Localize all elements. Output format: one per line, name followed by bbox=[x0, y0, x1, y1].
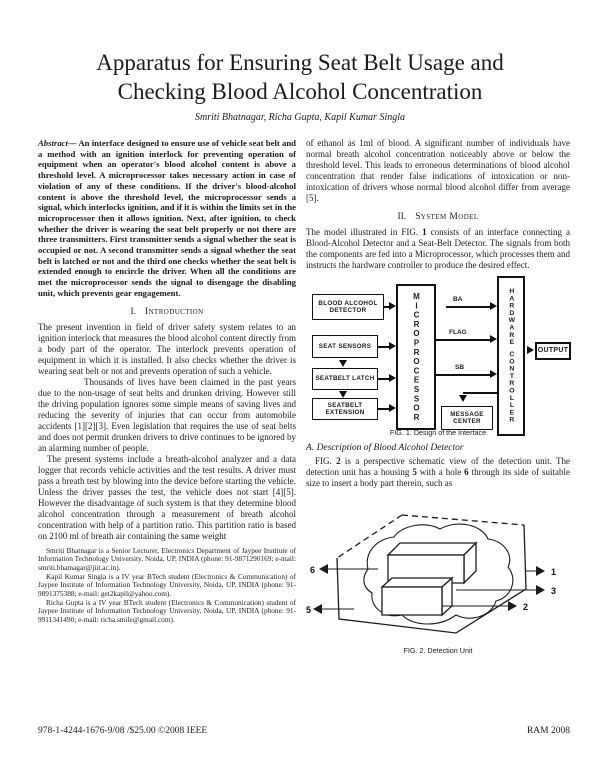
continued-paragraph: of ethanol as 1ml of blood. A significan… bbox=[306, 138, 570, 203]
fig1-arrow-down-icon bbox=[339, 391, 347, 398]
fig2-arrow-right-icon bbox=[536, 585, 545, 595]
section-title: Introduction bbox=[145, 306, 204, 317]
footnote-kapil: Kapil Kumar Singla is a IV year BTech st… bbox=[38, 571, 296, 599]
section-heading-system-model: II. System Model bbox=[306, 212, 570, 222]
subsection-a-heading: A. Description of Blood Alcohol Detector bbox=[306, 443, 570, 453]
abstract-label: Abstract— bbox=[38, 138, 77, 148]
fig2-label-5: 5 bbox=[306, 605, 311, 615]
fig-ref-bold: 1 bbox=[422, 227, 427, 237]
footnote-smriti: Smriti Bhatnagar is a Senior Lecturer, E… bbox=[38, 545, 296, 572]
fig2-label-1: 1 bbox=[551, 567, 556, 577]
text-part: The model illustrated in FIG. bbox=[306, 227, 423, 237]
fig2-housing-edge-dashed bbox=[336, 514, 403, 559]
fig2-hole-blob bbox=[363, 523, 514, 625]
fig1-arrow-right-icon bbox=[389, 374, 396, 382]
fig1-connector-line bbox=[384, 306, 390, 308]
fig1-signal-flag-label: FLAG bbox=[449, 329, 467, 336]
fig2-label-3: 3 bbox=[551, 586, 556, 596]
title-line-2: Checking Blood Alcohol Concentration bbox=[117, 79, 483, 104]
fig1-connector-line bbox=[378, 408, 390, 410]
ref-number-bold: 5 bbox=[412, 467, 417, 477]
abstract: Abstract— An interface designed to ensur… bbox=[38, 138, 296, 299]
fig2-arrow-left-icon bbox=[319, 564, 328, 574]
fig2-arrow-right-icon bbox=[536, 566, 545, 576]
fig1-arrow-right-icon bbox=[490, 370, 497, 378]
text-part: with a hole bbox=[416, 467, 465, 477]
author-footnotes: Smriti Bhatnagar is a Senior Lecturer, E… bbox=[38, 545, 296, 625]
section-number: II. bbox=[397, 212, 407, 222]
conference-tag: RAM 2008 bbox=[526, 726, 570, 736]
system-model-paragraph: The model illustrated in FIG. 1 consists… bbox=[306, 227, 570, 271]
section-number: I. bbox=[130, 306, 137, 317]
intro-paragraph-2: Thousands of lives have been claimed in … bbox=[38, 376, 296, 453]
fig1-signal-line bbox=[446, 306, 490, 308]
fig1-arrow-down-icon bbox=[339, 360, 347, 367]
fig1-connector-line bbox=[378, 346, 390, 348]
left-column: Abstract— An interface designed to ensur… bbox=[38, 138, 296, 625]
right-column: of ethanol as 1ml of blood. A significan… bbox=[306, 138, 571, 655]
paper-header: Apparatus for Ensuring Seat Belt Usage a… bbox=[0, 48, 600, 123]
fig1-seatbelt-extension-box: SEATBELT EXTENSION bbox=[312, 398, 378, 420]
fig2-label-6: 6 bbox=[310, 565, 315, 575]
subsection-number: A. bbox=[306, 443, 315, 453]
fig1-blood-alcohol-detector-box: BLOOD ALCOHOL DETECTOR bbox=[312, 294, 384, 320]
fig1-seat-sensors-box: SEAT SENSORS bbox=[312, 335, 378, 358]
fig-ref-bold: 2 bbox=[336, 456, 341, 466]
fig1-arrow-right-icon bbox=[389, 404, 396, 412]
fig1-signal-line bbox=[436, 339, 490, 341]
fig1-hardware-label: HARDWARE bbox=[508, 287, 516, 347]
fig2-arrow-left-icon bbox=[313, 604, 322, 614]
fig2-arrow-right-icon bbox=[508, 601, 517, 611]
fig1-hardware-controller-box: HARDWARE CONTROLLER bbox=[497, 276, 525, 436]
footnote-richa: Richa Gupta is a IV year BTech student (… bbox=[38, 597, 296, 625]
detector-description-paragraph: FIG. 2 is a perspective schematic view o… bbox=[306, 456, 570, 489]
authors-line: Smriti Bhatnagar, Richa Gupta, Kapil Kum… bbox=[194, 112, 405, 123]
ref-number-bold: 6 bbox=[464, 467, 469, 477]
fig1-arrow-right-icon bbox=[527, 346, 534, 354]
text-part: consists of an interface connecting a Bl… bbox=[306, 227, 571, 270]
fig1-arrow-right-icon bbox=[389, 302, 396, 310]
subsection-title: Description of Blood Alcohol Detector bbox=[316, 443, 464, 453]
text-part: FIG. bbox=[315, 456, 337, 466]
text-part: is a perspective schematic view of the d… bbox=[306, 456, 570, 477]
fig2-lower-block bbox=[380, 576, 454, 617]
fig2-label-2: 2 bbox=[523, 602, 528, 612]
page-footer: 978-1-4244-1676-9/08 /$25.00 ©2008 IEEE … bbox=[38, 726, 570, 736]
abstract-text: An interface designed to ensure use of v… bbox=[38, 138, 296, 298]
figure-1-caption: FIG. 1. Design of the Interface bbox=[389, 428, 487, 437]
fig1-microprocessor-box: MICROPROCESSOR bbox=[396, 284, 436, 430]
fig2-drawing: 6 5 1 3 2 bbox=[306, 514, 556, 634]
figure-1-block-diagram: BLOOD ALCOHOL DETECTOR SEAT SENSORS SEAT… bbox=[306, 276, 571, 437]
fig1-output-box: OUTPUT bbox=[535, 342, 571, 360]
fig1-signal-sb-label: SB bbox=[455, 364, 465, 371]
fig1-signal-ba-label: BA bbox=[453, 296, 463, 303]
figure-2-caption: FIG. 2. Detection Unit bbox=[403, 646, 473, 655]
fig2-housing-edge-dashed bbox=[401, 514, 525, 526]
text-part: through its side of suitable size to ins… bbox=[306, 467, 570, 488]
fig1-arrow-right-icon bbox=[490, 335, 497, 343]
paper-title: Apparatus for Ensuring Seat Belt Usage a… bbox=[0, 48, 600, 106]
fig1-controller-label: CONTROLLER bbox=[508, 351, 516, 425]
fig1-microprocessor-label: MICROPROCESSOR bbox=[412, 291, 421, 423]
copyright-notice: 978-1-4244-1676-9/08 /$25.00 ©2008 IEEE bbox=[38, 726, 208, 736]
fig1-connector-line bbox=[378, 378, 390, 380]
fig1-arrow-right-icon bbox=[389, 342, 396, 350]
intro-paragraph-3: The present systems include a breath-alc… bbox=[38, 453, 296, 541]
figure-2-detection-unit: 6 5 1 3 2 FIG. 2. Detection Unit bbox=[306, 511, 570, 655]
section-title: System Model bbox=[415, 212, 479, 222]
fig1-seatbelt-latch-box: SEATBELT LATCH bbox=[312, 368, 378, 390]
section-heading-introduction: I. Introduction bbox=[38, 307, 296, 317]
title-line-1: Apparatus for Ensuring Seat Belt Usage a… bbox=[96, 50, 504, 75]
fig1-connector-line bbox=[463, 392, 497, 394]
intro-paragraph-1: The present invention in field of driver… bbox=[38, 321, 296, 376]
fig1-arrow-down-icon bbox=[459, 395, 467, 402]
fig2-housing-outline bbox=[336, 524, 527, 634]
fig2-upper-block bbox=[386, 541, 478, 585]
fig1-signal-line bbox=[436, 374, 490, 376]
fig1-arrow-right-icon bbox=[490, 302, 497, 310]
fig1-message-center-box: MESSAGE CENTER bbox=[441, 406, 493, 430]
